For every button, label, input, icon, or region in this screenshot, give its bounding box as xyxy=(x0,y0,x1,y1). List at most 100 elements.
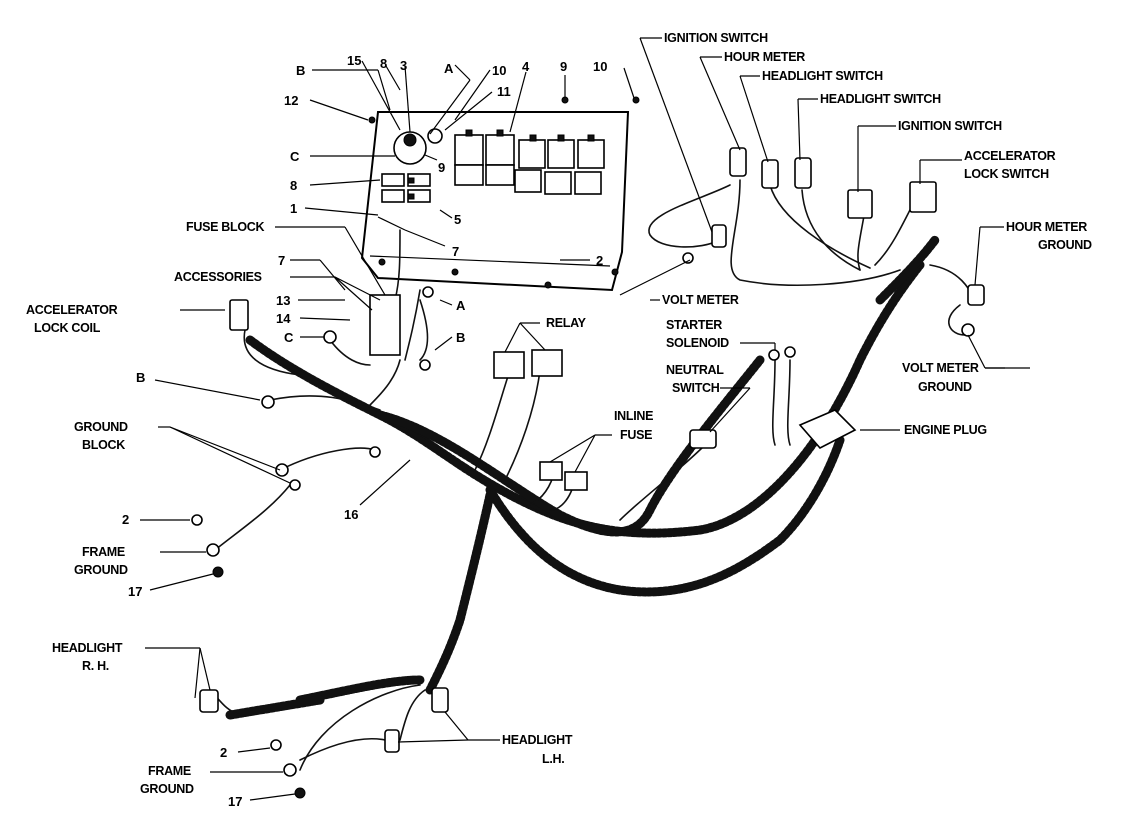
inline-fuse-2 xyxy=(564,471,588,491)
headlight-lh-part-2 xyxy=(384,729,400,753)
label-accelerator-lock-coil-2: LOCK COIL xyxy=(34,321,101,335)
panel-terminal-strip xyxy=(381,173,431,203)
label-fuse-block: FUSE BLOCK xyxy=(186,220,265,234)
callout-7-panel: 7 xyxy=(452,244,459,259)
callout-2-panel: 2 xyxy=(596,253,603,268)
volt-meter-ground-ring xyxy=(961,323,975,337)
callout-4: 4 xyxy=(522,59,530,74)
callout-2-lower: 2 xyxy=(220,745,227,760)
callout-c-mid: C xyxy=(284,330,294,345)
label-accessories: ACCESSORIES xyxy=(174,270,262,284)
callout-b-top: B xyxy=(296,63,305,78)
callout-16: 16 xyxy=(344,507,358,522)
accelerator-lock-switch-plug xyxy=(909,181,937,213)
callout-9-top: 9 xyxy=(560,59,567,74)
callout-9-mid: 9 xyxy=(438,160,445,175)
bolt-2-upper xyxy=(191,514,203,526)
label-neutral-switch-2: SWITCH xyxy=(672,381,720,395)
accelerator-lock-coil-part xyxy=(229,299,249,331)
volt-meter-ring xyxy=(682,252,694,264)
label-starter-solenoid-2: SOLENOID xyxy=(666,336,729,350)
callout-8-top: 8 xyxy=(380,56,387,71)
leader-lines xyxy=(140,37,1030,801)
label-headlight-lh-2: L.H. xyxy=(542,752,564,766)
starter-solenoid-ring-2 xyxy=(784,346,796,358)
screw-12 xyxy=(368,116,376,124)
label-volt-meter-ground-2: GROUND xyxy=(918,380,972,394)
callout-numbers: B 15 8 3 A 10 4 9 10 12 11 C 9 8 5 1 7 2… xyxy=(122,53,607,809)
label-hour-meter-ground-1: HOUR METER xyxy=(1006,220,1087,234)
inline-fuse-1 xyxy=(539,461,563,481)
callout-3: 3 xyxy=(400,58,407,73)
labels: IGNITION SWITCH HOUR METER HEADLIGHT SWI… xyxy=(26,31,1092,796)
label-headlight-rh-2: R. H. xyxy=(82,659,109,673)
callout-13: 13 xyxy=(276,293,290,308)
callout-a-mid: A xyxy=(456,298,466,313)
volt-meter-connector xyxy=(711,224,727,248)
label-headlight-switch-2: HEADLIGHT SWITCH xyxy=(820,92,941,106)
callout-5: 5 xyxy=(454,212,461,227)
screw-10 xyxy=(632,96,640,104)
label-headlight-rh-1: HEADLIGHT xyxy=(52,641,123,655)
callout-a-top: A xyxy=(444,61,454,76)
hour-meter-ground-connector xyxy=(967,284,985,306)
engine-plug-part xyxy=(798,409,857,449)
callout-15: 15 xyxy=(347,53,361,68)
label-accelerator-lock-coil-1: ACCELERATOR xyxy=(26,303,118,317)
ignition-switch-plug xyxy=(847,189,873,219)
label-inline-fuse-1: INLINE xyxy=(614,409,653,423)
label-frame-ground-upper-2: GROUND xyxy=(74,563,128,577)
relay-1 xyxy=(493,351,525,379)
headlight-switch-connector xyxy=(794,157,812,189)
label-headlight-lh-1: HEADLIGHT xyxy=(502,733,573,747)
label-engine-plug: ENGINE PLUG xyxy=(904,423,987,437)
relay-2 xyxy=(531,349,563,377)
label-hour-meter: HOUR METER xyxy=(724,50,805,64)
components xyxy=(191,147,985,799)
label-frame-ground-lower-1: FRAME xyxy=(148,764,191,778)
label-frame-ground-lower-2: GROUND xyxy=(140,782,194,796)
callout-14: 14 xyxy=(276,311,291,326)
callout-c-top: C xyxy=(290,149,300,164)
callout-17-upper: 17 xyxy=(128,584,142,599)
fuse-block-part xyxy=(369,294,401,356)
label-hour-meter-ground-2: GROUND xyxy=(1038,238,1092,252)
callout-12: 12 xyxy=(284,93,298,108)
label-relay: RELAY xyxy=(546,316,587,330)
label-ignition-switch-2: IGNITION SWITCH xyxy=(898,119,1002,133)
label-volt-meter: VOLT METER xyxy=(662,293,739,307)
label-inline-fuse-2: FUSE xyxy=(620,428,652,442)
label-ignition-switch-top: IGNITION SWITCH xyxy=(664,31,768,45)
label-accelerator-lock-switch-1: ACCELERATOR xyxy=(964,149,1056,163)
callout-17-lower: 17 xyxy=(228,794,242,809)
label-volt-meter-ground-1: VOLT METER xyxy=(902,361,979,375)
starter-solenoid-ring-1 xyxy=(768,349,780,361)
label-neutral-switch-1: NEUTRAL xyxy=(666,363,724,377)
callout-1: 1 xyxy=(290,201,297,216)
frame-ground-ring-upper xyxy=(206,543,220,557)
label-headlight-switch-1: HEADLIGHT SWITCH xyxy=(762,69,883,83)
bolt-2-lower xyxy=(270,739,282,751)
nut-17-lower xyxy=(294,787,306,799)
label-accelerator-lock-switch-2: LOCK SWITCH xyxy=(964,167,1049,181)
callout-7-left: 7 xyxy=(278,253,285,268)
callout-b-left: B xyxy=(136,370,145,385)
label-starter-solenoid-1: STARTER xyxy=(666,318,722,332)
label-ground-block-2: BLOCK xyxy=(82,438,125,452)
callout-10-b: 10 xyxy=(593,59,607,74)
headlight-lh-part-1 xyxy=(431,687,449,713)
panel-relays xyxy=(454,129,605,195)
nut-17-upper xyxy=(212,566,224,578)
label-ground-block-1: GROUND xyxy=(74,420,128,434)
callout-b-mid: B xyxy=(456,330,465,345)
frame-ground-ring-lower xyxy=(283,763,297,777)
callout-10-a: 10 xyxy=(492,63,506,78)
hour-meter-connector xyxy=(761,159,779,189)
ignition-switch-connector xyxy=(729,147,747,177)
callout-2-upper: 2 xyxy=(122,512,129,527)
callout-8-mid: 8 xyxy=(290,178,297,193)
label-frame-ground-upper-1: FRAME xyxy=(82,545,125,559)
headlight-rh-part xyxy=(199,689,219,713)
neutral-switch-part xyxy=(689,429,717,449)
